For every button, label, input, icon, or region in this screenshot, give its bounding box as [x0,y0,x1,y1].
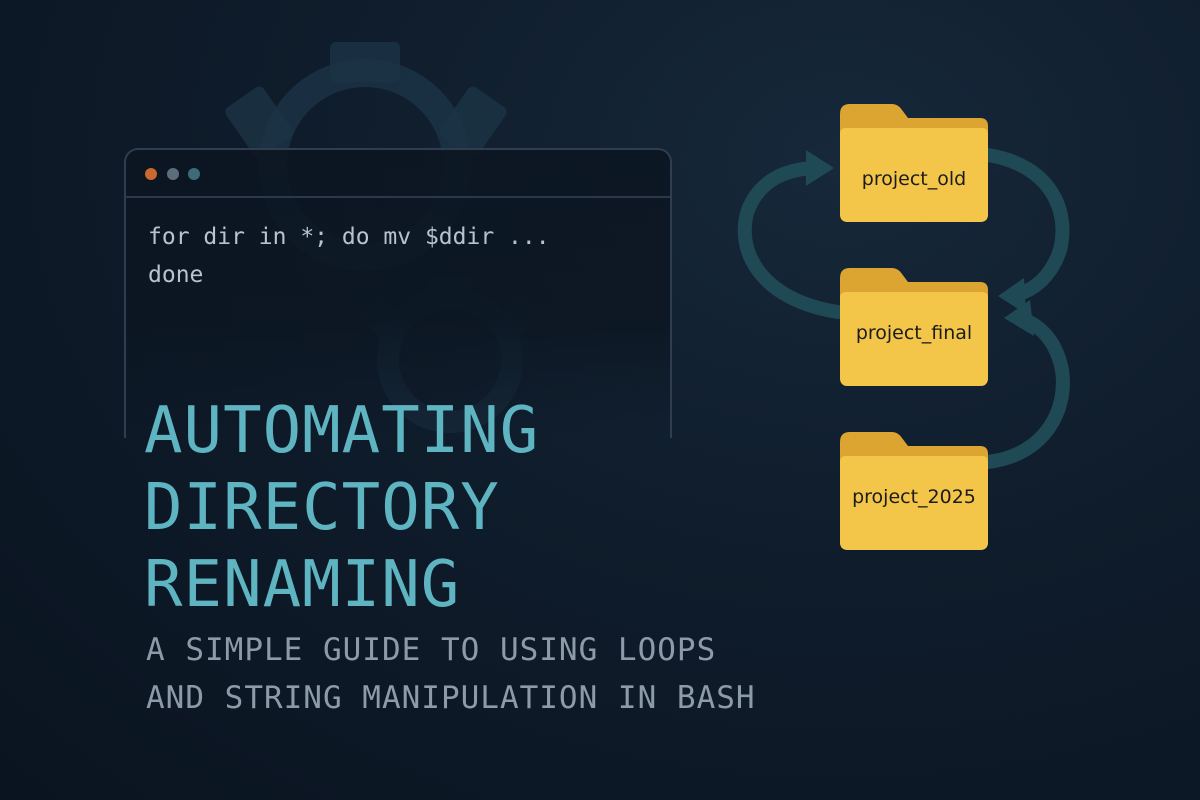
folder-label-project-2025: project_2025 [852,486,976,508]
terminal-title-bar [126,150,670,198]
terminal-window: for dir in *; do mv $ddir ... done [124,148,672,438]
maximize-dot-icon [188,168,200,180]
minimize-dot-icon [167,168,179,180]
title-line-3: RENAMING [144,548,461,622]
folder-icon [840,432,988,550]
folder-project-2025[interactable]: project_2025 [840,432,988,550]
folder-project-old[interactable]: project_old [840,104,988,222]
close-dot-icon [145,168,157,180]
folder-icon [840,268,988,386]
folder-label-project-final: project_final [855,322,973,344]
folder-label-project-old: project_old [861,168,967,190]
code-line-2: done [148,262,204,288]
subtitle-line-1: A SIMPLE GUIDE TO USING LOOPS [146,632,717,668]
title-line-2: DIRECTORY [144,471,500,545]
subtitle-line-2: AND STRING MANIPULATION IN BASH [146,680,756,716]
folder-project-final[interactable]: project_final [840,268,988,386]
title-line-1: AUTOMATING [144,394,540,468]
folder-icon [840,104,988,222]
code-line-1: for dir in *; do mv $ddir ... [148,224,550,250]
